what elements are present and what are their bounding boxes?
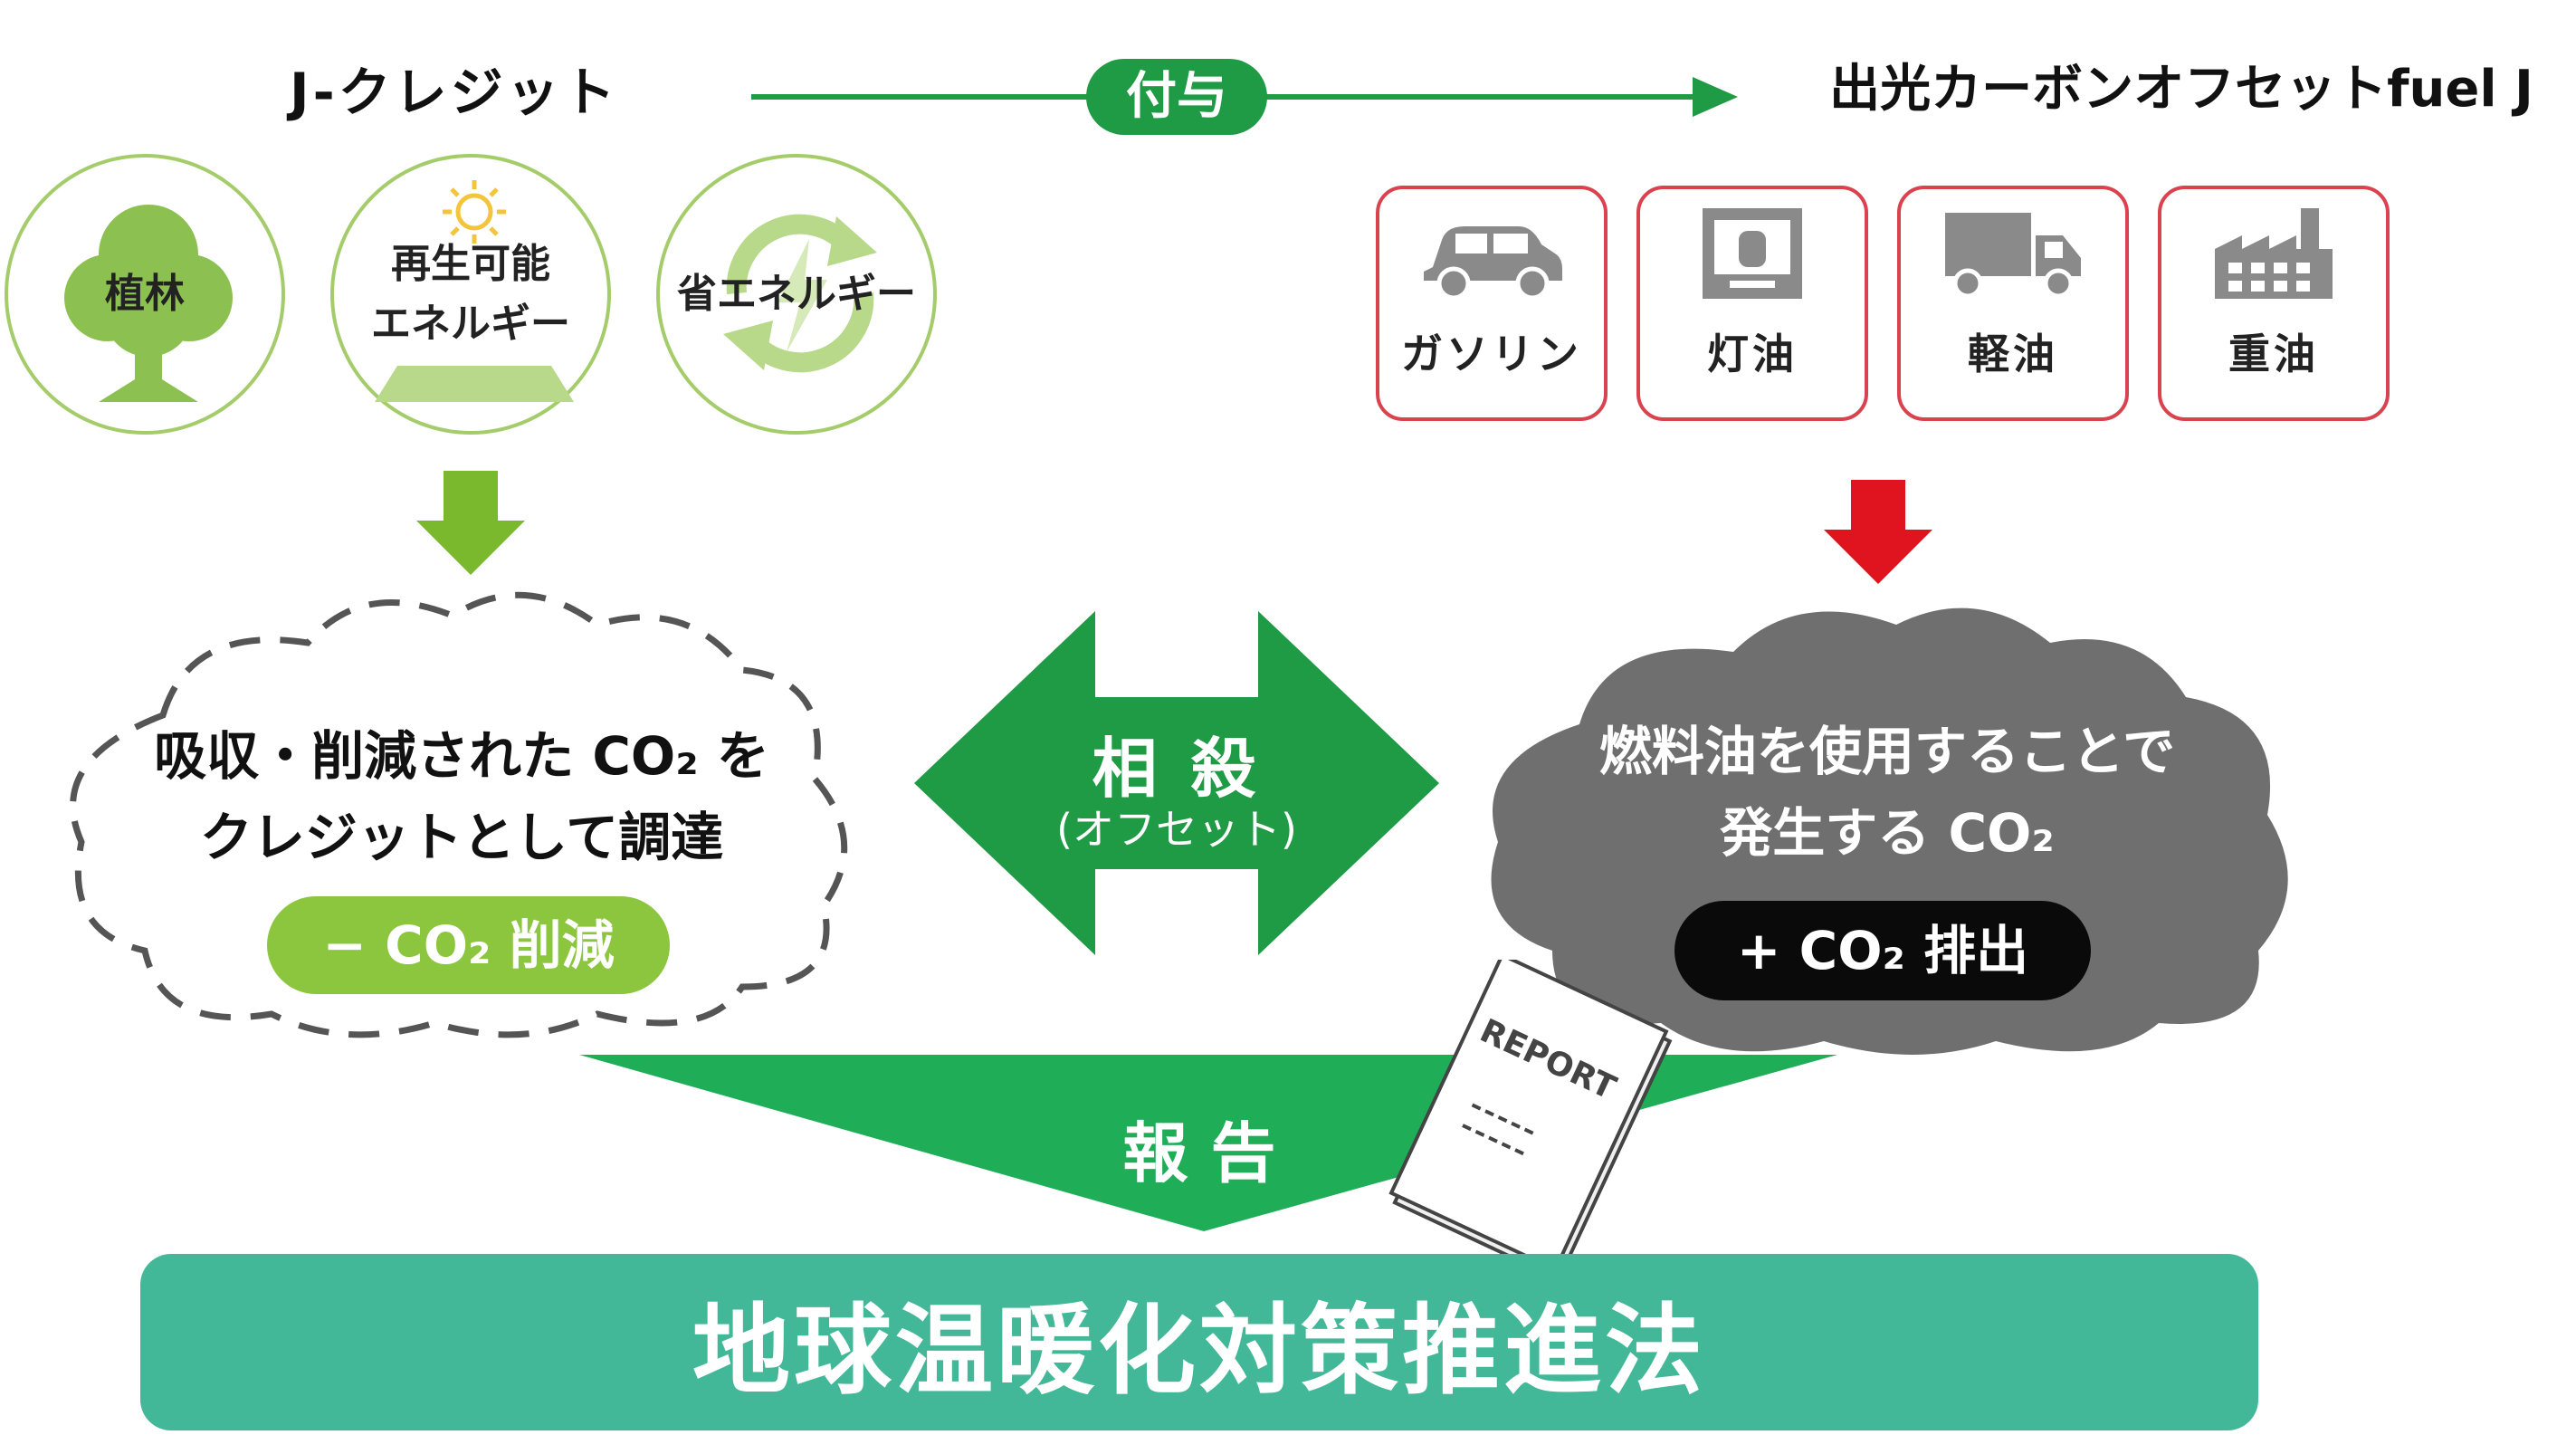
footer-law-banner: 地球温暖化対策推進法 [140, 1254, 2258, 1430]
factory-icon [2215, 208, 2333, 299]
fuel-card-gasoline: ガソリン [1376, 186, 1608, 421]
kerosene-heater-icon [1703, 208, 1802, 299]
truck-icon [1945, 213, 2081, 299]
source-forestation: 植林 [5, 154, 285, 435]
fuel-label: 軽油 [1968, 330, 2058, 378]
offset-subtitle: (オフセット) [1056, 805, 1297, 854]
emission-cloud-text: 燃料油を使用することで 発生する CO₂ [1598, 721, 2176, 864]
source-label: 再生可能 エネルギー [371, 241, 570, 347]
tree-icon [64, 205, 233, 402]
recycle-arrows-icon [723, 214, 877, 373]
grant-label: 付与 [1126, 67, 1227, 126]
report-document-icon [1388, 960, 1673, 1282]
offset-fuel-title: 出光カーボンオフセットfuel J [1829, 60, 2533, 119]
fuel-card-heavy-oil: 重油 [2158, 186, 2390, 421]
offset-title: 相 殺 [1092, 731, 1262, 807]
source-label: 植林 [105, 271, 185, 317]
green-down-arrow [416, 471, 525, 575]
solar-panel-icon [375, 180, 574, 402]
red-down-arrow [1824, 480, 1932, 584]
offset-double-arrow [914, 611, 1439, 955]
credit-cloud-text: 吸収・削減された CO₂ を クレジットとして調達 [154, 725, 769, 868]
fuel-list: ガソリン 灯油 軽油 [1376, 186, 2390, 421]
fuel-card-kerosene: 灯油 [1636, 186, 1868, 421]
co2-reduction-pill: − CO₂ 削減 [267, 896, 670, 994]
car-icon [1424, 226, 1562, 301]
fuel-label: ガソリン [1401, 330, 1582, 378]
source-label: 省エネルギー [677, 271, 916, 317]
j-credit-title: J-クレジット [290, 62, 619, 123]
source-renewable: 再生可能 エネルギー [330, 154, 611, 435]
grant-arrow [751, 59, 1738, 135]
report-label: 報 告 [1122, 1115, 1276, 1191]
fuel-label: 灯油 [1707, 330, 1798, 378]
fuel-card-diesel: 軽油 [1897, 186, 2129, 421]
co2-emission-pill: + CO₂ 排出 [1674, 901, 2091, 1000]
source-energy-saving: 省エネルギー [656, 154, 937, 435]
fuel-label: 重油 [2228, 330, 2319, 378]
